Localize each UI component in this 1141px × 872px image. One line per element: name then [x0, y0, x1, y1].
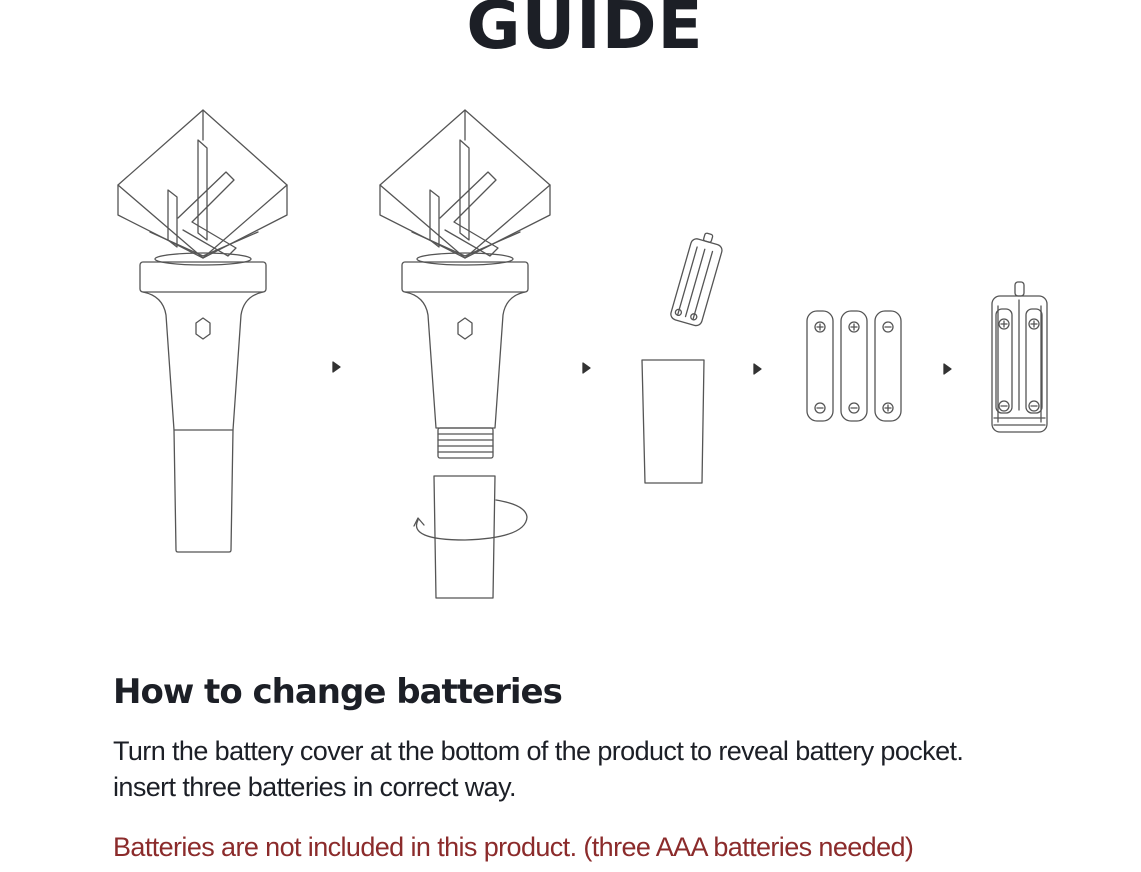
- aaa-batteries-icon: [806, 310, 902, 422]
- battery-holder-loaded-icon: [991, 281, 1048, 433]
- step-arrow-icon: [582, 362, 591, 374]
- section-heading: How to change batteries: [113, 672, 563, 712]
- step-arrow-icon: [332, 361, 341, 373]
- lightstick-assembled-icon: [117, 109, 288, 553]
- step-arrow-icon: [943, 363, 952, 375]
- battery-holder-removed-icon: [641, 232, 723, 484]
- instruction-line: insert three batteries in correct way.: [113, 772, 516, 802]
- lightstick-cover-twist-icon: [379, 109, 551, 599]
- battery-notice: Batteries are not included in this produ…: [113, 832, 914, 862]
- battery-change-illustration: [0, 95, 1141, 615]
- page-title: GUIDE: [466, 0, 704, 64]
- instruction-line: Turn the battery cover at the bottom of …: [113, 736, 964, 766]
- instructions-text: Turn the battery cover at the bottom of …: [113, 733, 1113, 805]
- step-arrow-icon: [753, 363, 762, 375]
